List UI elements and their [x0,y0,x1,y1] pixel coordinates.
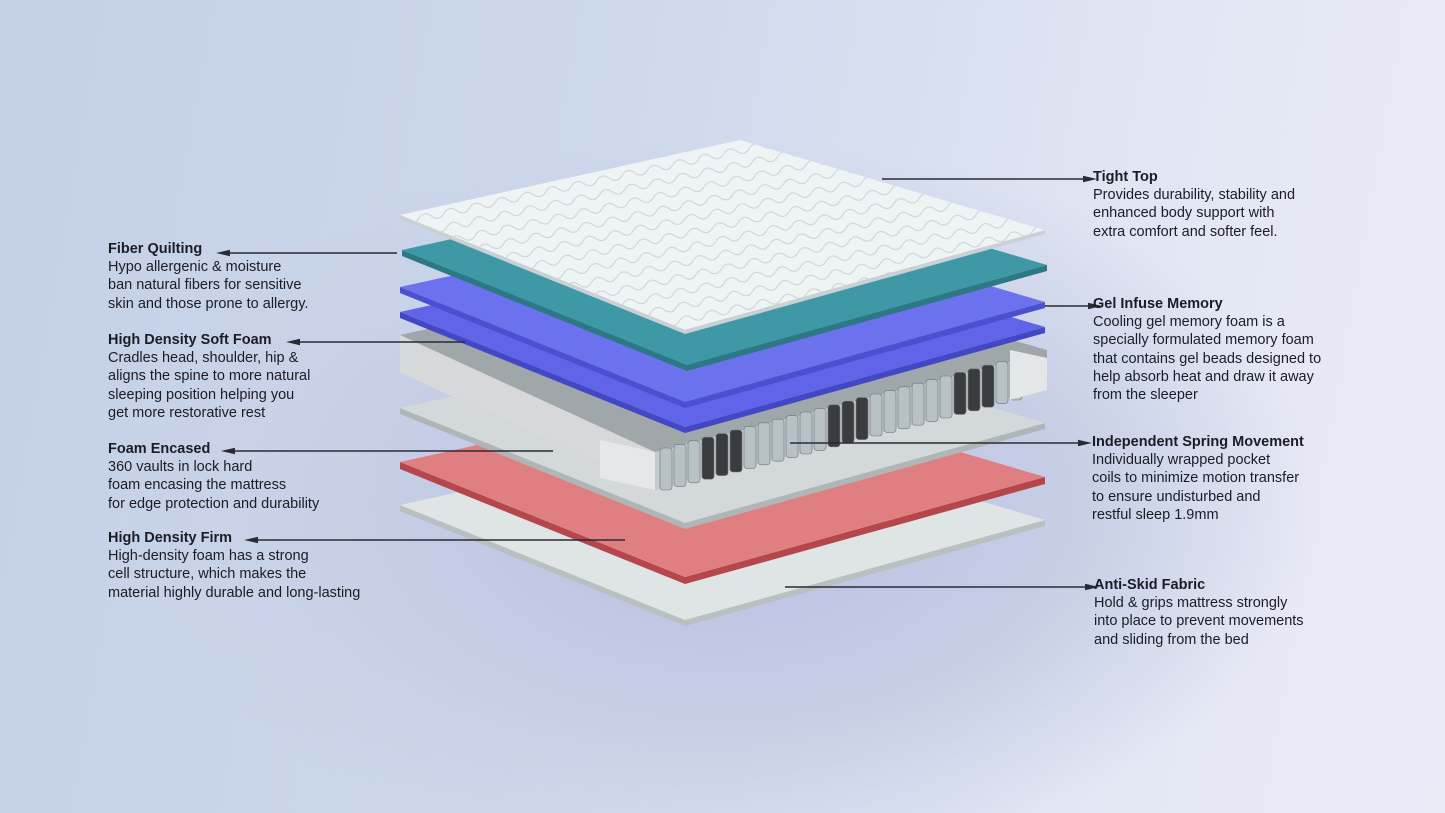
callout-description-line: enhanced body support with [1093,205,1275,222]
spring-coil [813,408,827,451]
callout-description-line: help absorb heat and draw it away [1093,368,1314,385]
spring-coil [757,422,771,466]
spring-coil [995,361,1009,404]
callout-title: Independent Spring Movement [1092,434,1304,450]
callout-description-line: sleeping position helping you [108,386,295,403]
callout-description-line: restful sleep 1.9mm [1092,506,1219,523]
spring-coil [799,411,813,455]
spring-coil [953,372,967,415]
callout-title: High Density Firm [108,530,233,546]
callout-description-line: get more restorative rest [108,404,266,421]
callout-description-line: skin and those prone to allergy. [108,295,309,312]
callout-description-line: specially formulated memory foam [1093,332,1314,349]
spring-coil [743,426,757,469]
spring-coil [827,404,841,448]
spring-coil [701,436,715,480]
spring-coil [883,390,897,433]
callout-description-line: Provides durability, stability and [1093,187,1296,204]
spring-coil [911,382,925,426]
callout-description-line: foam encasing the mattress [108,477,287,494]
callout-description-line: Individually wrapped pocket [1092,452,1271,469]
callout-description-line: aligns the spine to more natural [108,368,311,385]
callout-description-line: coils to minimize motion transfer [1092,470,1300,487]
spring-coil [673,444,687,487]
callout-description-line: 360 vaults in lock hard [108,459,253,476]
spring-coil [687,440,701,484]
callout-title: Foam Encased [108,441,211,457]
spring-coil [967,368,981,412]
spring-coil [939,375,953,419]
spring-coil [785,415,799,458]
spring-coil [771,418,785,462]
callout-description-line: and sliding from the bed [1094,631,1249,648]
callout-description-line: Hold & grips mattress strongly [1094,595,1288,612]
spring-coil [869,393,883,437]
callout-description-line: cell structure, which makes the [108,566,307,583]
spring-coil [897,386,911,430]
callout-title: Tight Top [1093,169,1158,185]
spring-coil [855,397,869,440]
spring-coil [715,433,729,476]
callout-title: Gel Infuse Memory [1093,296,1223,312]
spring-coil [981,364,995,408]
spring-coil [729,429,743,473]
callout-description-line: Cooling gel memory foam is a [1093,314,1285,331]
callout-description-line: High-density foam has a strong [108,548,309,565]
callout-title: High Density Soft Foam [108,332,272,348]
callout-description-line: for edge protection and durability [108,495,320,512]
callout-description-line: material highly durable and long-lasting [108,584,361,601]
callout-description-line: Hypo allergenic & moisture [108,259,282,276]
callout-description-line: ban natural fibers for sensitive [108,277,302,294]
layer-tight-top [400,140,1045,334]
callout-description-line: that contains gel beads designed to [1093,350,1322,367]
callout-title: Fiber Quilting [108,241,203,257]
spring-coil [841,400,855,444]
spring-coil [925,379,939,422]
callout-title: Anti-Skid Fabric [1094,577,1206,593]
callout-description-line: extra comfort and softer feel. [1093,223,1278,240]
spring-coil [659,447,673,491]
callout-description-line: to ensure undisturbed and [1092,488,1261,505]
callout-description-line: into place to prevent movements [1094,613,1304,630]
callout-description-line: from the sleeper [1093,387,1198,404]
callout-description-line: Cradles head, shoulder, hip & [108,350,299,367]
